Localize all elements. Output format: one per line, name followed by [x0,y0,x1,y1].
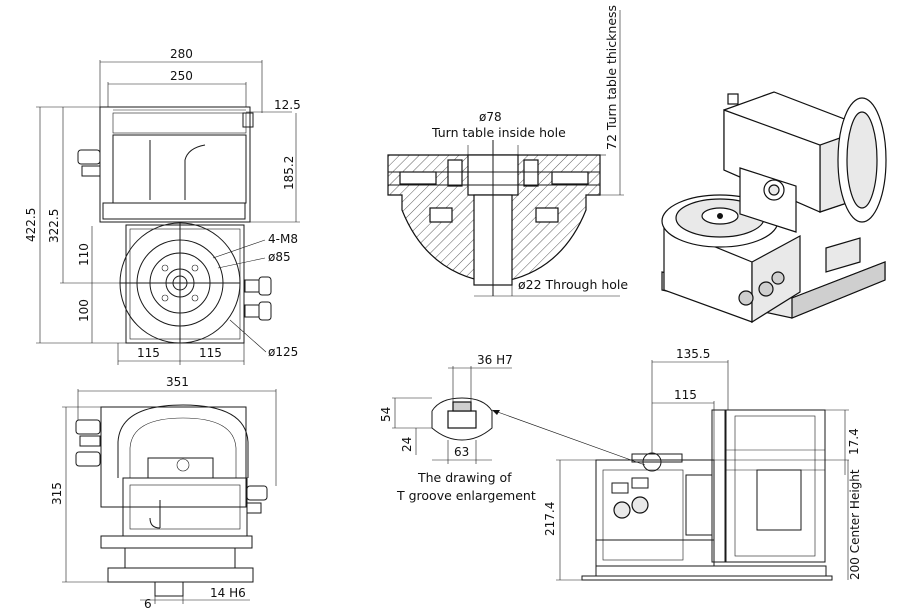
isometric-view [661,91,887,324]
dim-185-2: 185.2 [282,156,296,190]
top-view: 280 250 12.5 422.5 322.5 110 100 185.2 1… [24,47,301,365]
dim-36-h7: 36 H7 [477,353,513,367]
dim-315: 315 [50,482,64,505]
dim-6: 6 [144,597,152,611]
section-view: ø78 Turn table inside hole 72 Turn table… [387,5,628,297]
dim-422-5: 422.5 [24,208,38,242]
label-4-m8: 4-M8 [268,232,298,246]
t-groove-caption-2: T groove enlargement [396,488,536,503]
dim-110: 110 [77,243,91,266]
t-groove-detail: 36 H7 54 24 63 The drawing of T groove e… [379,353,646,503]
label-d85: ø85 [268,250,291,264]
dim-115-right: 115 [199,346,222,360]
dim-24: 24 [400,437,414,452]
dim-12-5: 12.5 [274,98,301,112]
dim-217-4: 217.4 [543,502,557,536]
t-groove-caption-1: The drawing of [417,470,512,485]
label-turn-table-thickness: 72 Turn table thickness [604,5,619,150]
dim-351: 351 [166,375,189,389]
dim-54: 54 [379,407,393,422]
dim-100: 100 [77,299,91,322]
dim-322-5: 322.5 [47,209,61,243]
dim-135-5: 135.5 [676,347,710,361]
dim-250: 250 [170,69,193,83]
dim-200-center-height: 200 Center Height [848,469,862,580]
dim-17-4: 17.4 [847,428,861,455]
label-d125: ø125 [268,345,298,359]
dim-115-side: 115 [674,388,697,402]
dim-280: 280 [170,47,193,61]
front-view: 351 315 6 14 H6 [50,375,277,611]
side-view: 135.5 115 17.4 217.4 200 Center Height [543,347,862,581]
dim-14-h6: 14 H6 [210,586,246,600]
dim-63: 63 [454,445,469,459]
label-d22-through-hole: ø22 Through hole [518,277,628,292]
label-turn-table-inside-hole: Turn table inside hole [431,125,566,140]
dim-115-left: 115 [137,346,160,360]
label-d78: ø78 [479,110,502,124]
